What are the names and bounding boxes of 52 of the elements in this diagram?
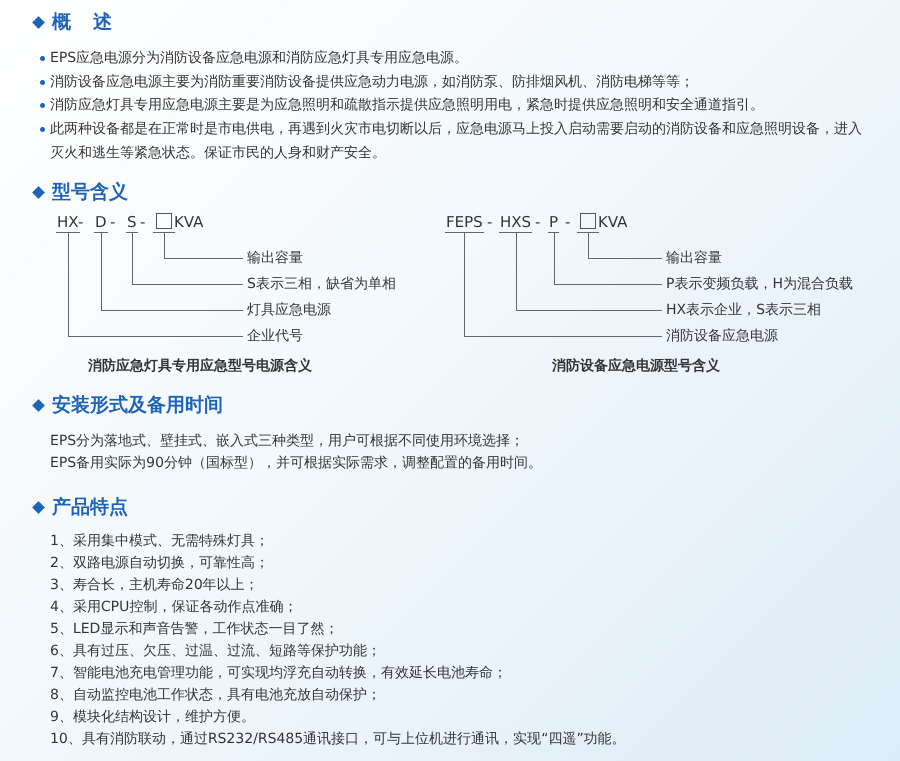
explanation-text: P表示变频负载，H为混合负载 xyxy=(662,274,853,294)
code-segment: S xyxy=(126,212,138,233)
section-heading: 型号含义 xyxy=(52,180,128,204)
code-segment: HXS xyxy=(499,212,532,233)
body-text: 2、双路电源自动切换，可靠性高； xyxy=(50,554,269,573)
body-text: 3、寿合长，主机寿命20年以上； xyxy=(50,576,259,595)
code-text: KVA xyxy=(598,212,628,232)
explanation-text: 消防设备应急电源 xyxy=(662,326,778,346)
explanation-text: 企业代号 xyxy=(243,326,303,346)
code-text: - xyxy=(535,212,540,232)
body-text: EPS备用实际为90分钟（国标型），并可根据实际需求，调整配置的备用时间。 xyxy=(50,454,542,473)
code-text: - xyxy=(78,212,84,232)
code-text: - xyxy=(140,212,146,232)
body-text: 5、LED显示和声音告警，工作状态一目了然； xyxy=(50,620,338,639)
code-text: - xyxy=(487,212,492,232)
code-text: - xyxy=(565,212,570,232)
bullet-text: 此两种设备都是在正常时是市电供电，再遇到火灾市电切断以后，应急电源马上投入启动需要启动的消防设备和应急照明设备，进入灭火和逃生等紧急状态。保证市民的人身和财产安全。 xyxy=(50,120,863,163)
diagram-caption: 消防应急灯具专用应急型号电源含义 xyxy=(88,356,312,376)
bullet-text: 消防设备应急电源主要为消防重要消防设备提供应急动力电源，如消防泵、防排烟风机、消防电梯等等； xyxy=(50,73,694,92)
body-text: 9、模块化结构设计，维护方便。 xyxy=(50,708,255,727)
bullet-text: 消防应急灯具专用应急电源主要是为应急照明和疏散指示提供应急照明用电，紧急时提供应急照明和安全通道指引。 xyxy=(50,96,764,115)
section-heading: 安装形式及备用时间 xyxy=(52,393,223,417)
leader-line xyxy=(68,232,244,337)
code-segment: P xyxy=(548,212,560,233)
body-text: 6、具有过压、欠压、过温、过流、短路等保护功能； xyxy=(50,642,381,661)
leader-line xyxy=(588,232,662,259)
body-text: 10、具有消防联动，通过RS232/RS485通讯接口，可与上位机进行通讯，实现“四遥”功能。 xyxy=(50,730,626,749)
explanation-text: 输出容量 xyxy=(662,248,722,268)
code-segment: D xyxy=(94,212,108,233)
leader-line xyxy=(554,232,662,285)
code-segment: HX xyxy=(56,212,80,233)
bullet-text: EPS应急电源分为消防设备应急电源和消防应急灯具专用应急电源。 xyxy=(50,49,468,68)
explanation-text: HX表示企业，S表示三相 xyxy=(662,300,822,320)
code-text: - xyxy=(110,212,116,232)
leader-line xyxy=(101,232,244,311)
body-text: 4、采用CPU控制，保证各动作点准确； xyxy=(50,598,298,617)
diagram-caption: 消防设备应急电源型号含义 xyxy=(552,356,720,376)
body-text: 7、智能电池充电管理功能，可实现均浮充自动转换，有效延长电池寿命； xyxy=(50,664,507,683)
explanation-text: S表示三相，缺省为单相 xyxy=(243,274,396,294)
leader-line xyxy=(516,232,662,311)
leader-line xyxy=(132,232,244,285)
section-heading: 产品特点 xyxy=(52,495,128,519)
section-heading: 概述 xyxy=(52,10,134,34)
leader-line xyxy=(164,232,244,259)
leader-line xyxy=(464,232,662,337)
body-text: 1、采用集中模式、无需特殊灯具； xyxy=(50,532,269,551)
code-text: KVA xyxy=(174,212,204,232)
explanation-text: 灯具应急电源 xyxy=(243,300,331,320)
explanation-text: 输出容量 xyxy=(243,248,303,268)
body-text: EPS分为落地式、壁挂式、嵌入式三种类型，用户可根据不同使用环境选择； xyxy=(50,432,524,451)
body-text: 8、自动监控电池工作状态，具有电池充放自动保护； xyxy=(50,686,381,705)
code-segment: FEPS xyxy=(445,212,484,233)
